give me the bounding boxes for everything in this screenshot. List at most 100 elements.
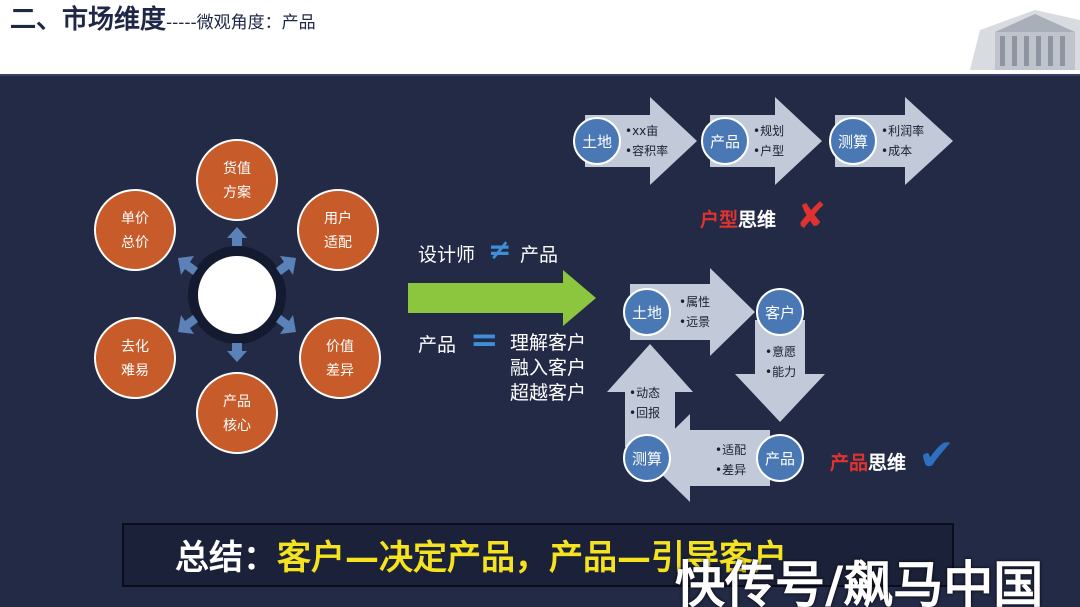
watermark: 快传号/飙马中国 — [675, 556, 1044, 607]
product-label-1: 产品 — [520, 244, 559, 266]
surpass-customer: 超越客户 — [510, 382, 587, 404]
top-step-bullet: •xx亩 — [625, 123, 658, 138]
top-step-node-circle — [829, 117, 877, 165]
cycle-calc-bullet: •动态 — [629, 386, 660, 400]
top-step-node: 产品 — [701, 117, 749, 165]
cycle-customer-node: 客户 — [756, 288, 804, 336]
cycle-verdict: 产品思维 — [830, 448, 906, 475]
top-flow-diagram: 土地•xx亩•容积率产品•规划•户型测算•利润率•成本 — [573, 97, 953, 185]
cycle-customer-node-label: 客户 — [765, 304, 795, 322]
top-step-node-circle — [573, 117, 621, 165]
cycle-arrow-left — [645, 414, 770, 502]
page-title: 二、市场维度-----微观角度：产品 — [10, 6, 390, 37]
check-icon: ✔ — [918, 430, 955, 481]
cycle-calc-node: 测算 — [623, 434, 671, 482]
radial-node-circle — [196, 372, 278, 454]
top-step-bullet: •容积率 — [625, 143, 668, 158]
top-step-bullet: •成本 — [881, 144, 912, 158]
building-image — [940, 0, 1080, 70]
summary-label: 总结： — [175, 538, 277, 578]
top-step-node-label: 产品 — [710, 133, 740, 151]
radial-node-circle — [94, 189, 176, 271]
cycle-land-node: 土地 — [623, 288, 671, 336]
eq-sign: = — [470, 320, 499, 360]
understand-customer: 理解客户 — [510, 332, 587, 354]
top-verdict-white: 思维 — [738, 209, 777, 231]
cross-icon: ✘ — [796, 196, 827, 237]
summary-box — [122, 523, 954, 587]
arrow-downleft-icon — [178, 315, 198, 334]
arrow-downright-icon — [276, 315, 296, 334]
cycle-arrows — [607, 268, 825, 502]
radial-node-circle — [94, 317, 176, 399]
cycle-arrow-up — [607, 344, 693, 447]
top-step-node: 土地 — [573, 117, 621, 165]
header-bar: 二、市场维度-----微观角度：产品 — [0, 0, 1080, 70]
arrow-up-icon — [227, 227, 247, 246]
summary-text: 总结：客户—决定产品，产品—引导客户 — [175, 530, 787, 579]
cycle-product-node-label: 产品 — [765, 450, 795, 468]
radial-node-circle — [297, 189, 379, 271]
top-step-node-label: 土地 — [582, 133, 612, 151]
radial-node-line2: 核心 — [223, 418, 251, 434]
cycle-calc-node-label: 测算 — [632, 450, 662, 468]
header-divider-shadow — [0, 74, 1080, 76]
cycle-calc-bullet: •回报 — [629, 405, 660, 420]
top-step-node-circle — [701, 117, 749, 165]
cycle-customer-bullet: •意愿 — [765, 344, 796, 359]
top-verdict: 户型思维 — [700, 205, 776, 232]
radial-node-line2: 适配 — [324, 235, 352, 251]
cycle-product-bullet: •差异 — [715, 463, 746, 477]
cycle-verdict-red: 产品 — [830, 452, 869, 474]
cycle-customer-bullet: •能力 — [765, 365, 796, 379]
top-flow-arrows — [585, 97, 953, 185]
cycle-land-node-label: 土地 — [632, 304, 662, 322]
cycle-arrow-right — [630, 268, 755, 356]
title-main: 二、市场维度 — [10, 5, 167, 35]
radial-node-circle — [196, 139, 278, 221]
title-sub: -----微观角度：产品 — [166, 13, 316, 33]
cycle-product-node-circle — [756, 434, 804, 482]
cycle-verdict-white: 思维 — [868, 452, 907, 474]
radial-node-line2: 难易 — [121, 363, 149, 379]
cycle-land-bullet: •远景 — [679, 315, 710, 329]
top-arrow-2 — [710, 97, 822, 185]
radial-node-line1: 单价 — [121, 211, 149, 227]
radial-node-line1: 去化 — [121, 339, 149, 355]
top-arrow-1 — [585, 97, 697, 185]
cycle-customer-node-circle — [756, 288, 804, 336]
top-verdict-red: 户型 — [700, 209, 739, 231]
summary-highlight: 客户—决定产品，产品—引导客户 — [277, 538, 787, 578]
top-step-bullet: •规划 — [753, 123, 784, 138]
header-divider — [0, 70, 1080, 74]
radial-node-line1: 用户 — [324, 210, 352, 227]
big-green-arrow — [408, 270, 596, 326]
top-arrow-3 — [835, 97, 953, 185]
radial-node-line1: 价值 — [326, 339, 354, 355]
neq-sign: ≠ — [488, 233, 512, 266]
integrate-customer: 融入客户 — [510, 357, 587, 379]
cycle-land-node-circle — [623, 288, 671, 336]
top-step-bullet: •利润率 — [881, 123, 924, 138]
product-label-2: 产品 — [418, 334, 457, 356]
center-circle-ring — [188, 246, 286, 344]
cycle-product-bullet: •适配 — [715, 443, 746, 457]
top-step-node-label: 测算 — [838, 133, 868, 151]
designer-label: 设计师 — [418, 244, 476, 266]
radial-node-line1: 货值 — [223, 160, 251, 177]
radial-node-line2: 总价 — [121, 235, 149, 251]
cycle-land-bullet: •属性 — [679, 295, 710, 309]
cycle-calc-node-circle — [623, 434, 671, 482]
radial-node-line1: 产品 — [223, 394, 251, 410]
top-step-node: 测算 — [829, 117, 877, 165]
radial-node-circle — [299, 317, 381, 399]
arrow-upleft-icon — [178, 256, 198, 275]
